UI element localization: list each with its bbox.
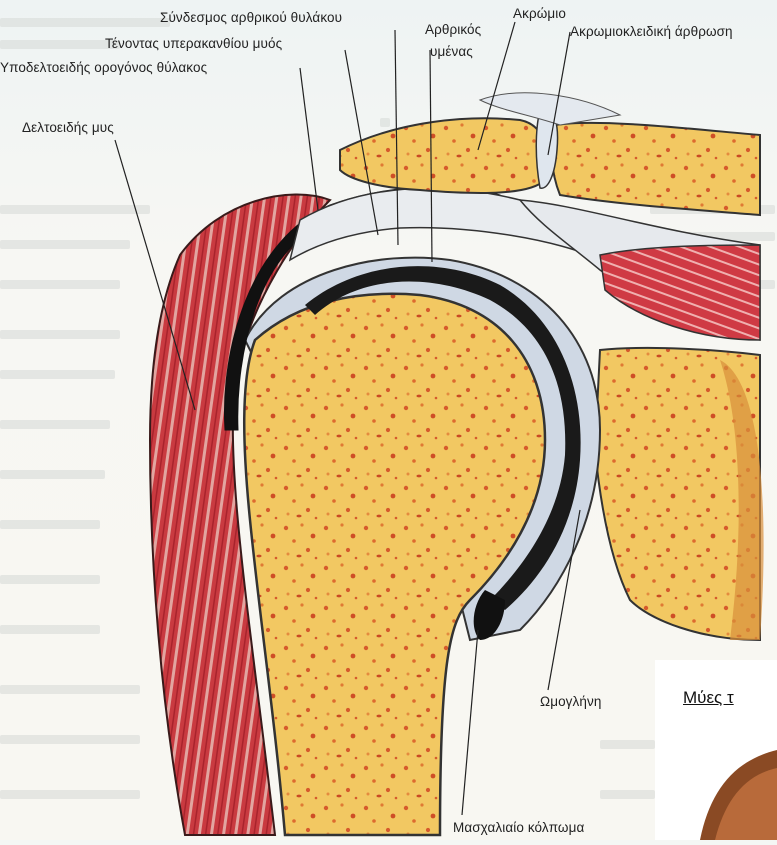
leader-line-subdeltoid <box>300 68 318 210</box>
label-synovial-membrane-2: υμένας <box>430 44 473 59</box>
acromion-bone <box>340 118 547 193</box>
label-deltoid-muscle: Δελτοειδής μυς <box>22 120 114 135</box>
label-glenoid: Ωμογλήνη <box>540 694 601 709</box>
humerus-bone <box>244 294 545 835</box>
overlay-thumbnail-image <box>655 660 777 840</box>
label-subdeltoid-bursa: Υποδελτοειδής ορογόνος θύλακος <box>0 60 207 75</box>
label-acromion: Ακρώμιο <box>513 6 566 21</box>
clavicle-bone <box>552 123 760 215</box>
label-axillary-recess: Μασχαλιαίο κόλπωμα <box>453 820 584 835</box>
label-ac-joint: Ακρωμιοκλειδική άρθρωση <box>570 24 733 39</box>
label-capsule-ligament: Σύνδεσμος αρθρικού θυλάκου <box>160 10 342 25</box>
overlay-title: Μύες τ <box>683 688 734 708</box>
supraspinatus-muscle <box>600 245 760 340</box>
label-synovial-membrane-1: Αρθρικός <box>425 22 481 37</box>
overlay-slide-panel <box>655 660 777 840</box>
label-supraspinatus-tendon: Τένοντας υπερακανθίου μυός <box>105 36 282 51</box>
leader-line-axillary <box>462 630 478 815</box>
